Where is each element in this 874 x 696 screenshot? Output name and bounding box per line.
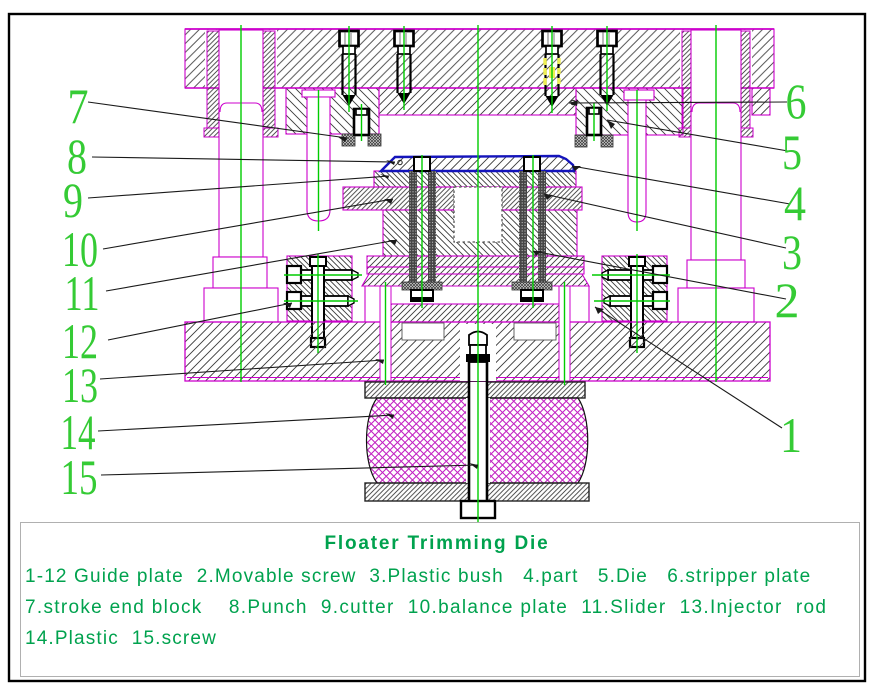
svg-text:5: 5 bbox=[782, 124, 802, 180]
svg-text:8: 8 bbox=[67, 128, 87, 184]
svg-text:6: 6 bbox=[786, 73, 807, 129]
svg-text:14: 14 bbox=[61, 404, 96, 460]
svg-text:1: 1 bbox=[780, 407, 802, 463]
svg-text:15: 15 bbox=[61, 449, 98, 505]
svg-text:3: 3 bbox=[782, 224, 802, 280]
svg-text:13: 13 bbox=[62, 357, 98, 413]
svg-text:7: 7 bbox=[68, 78, 89, 134]
svg-text:10: 10 bbox=[62, 221, 98, 277]
svg-text:9: 9 bbox=[63, 172, 83, 228]
svg-text:12: 12 bbox=[62, 313, 98, 369]
svg-text:4: 4 bbox=[784, 175, 806, 231]
svg-text:2: 2 bbox=[775, 272, 800, 328]
svg-text:11: 11 bbox=[65, 265, 100, 321]
